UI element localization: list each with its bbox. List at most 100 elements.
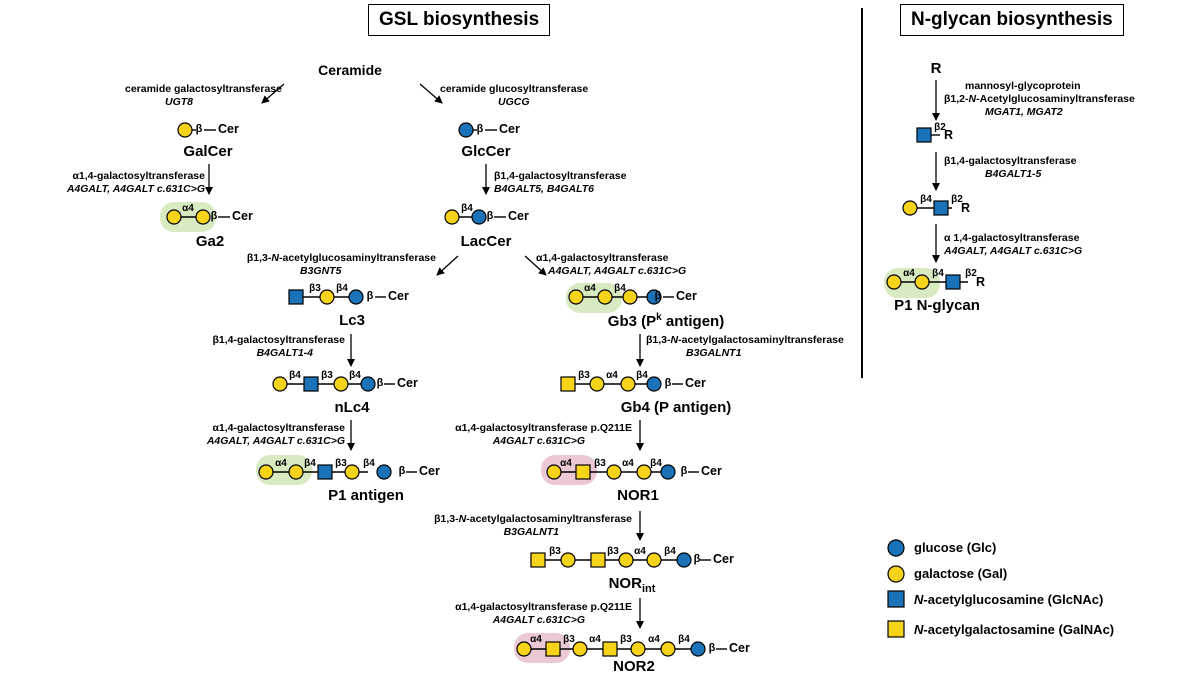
linkage-label: β4 — [614, 283, 626, 294]
galactose-icon — [589, 376, 605, 392]
enzyme-laccer-gene: B4GALT5, B4GALT6 — [494, 183, 594, 195]
galnac-icon — [590, 552, 606, 568]
galactose-icon — [568, 289, 584, 305]
linkage-label: β4 — [678, 634, 690, 645]
galactose-icon — [195, 209, 211, 225]
linkage-label: α4 — [275, 458, 287, 469]
beta-label: β — [476, 123, 484, 135]
galactose-icon — [914, 274, 930, 290]
enzyme-ugt8-gene: UGT8 — [164, 96, 193, 108]
galactose-icon — [272, 376, 288, 392]
cer-label: Cer — [676, 289, 697, 303]
linkage-label: β4 — [461, 203, 473, 214]
beta-label: β — [708, 642, 716, 654]
cer-bonds — [204, 129, 727, 650]
glccer-name: GlcCer — [461, 143, 511, 160]
enzyme-nor1-gene: A4GALT c.631C>G — [492, 435, 585, 447]
linkage-label: β3 — [549, 546, 561, 557]
beta-label: β — [664, 377, 672, 389]
enzyme-lc3-name: β1,3-N-acetylglucosaminyltransferase — [246, 252, 436, 264]
galactose-icon — [288, 464, 304, 480]
linkage-label: α4 — [606, 370, 618, 381]
enzyme-norint-gene: B3GALNT1 — [503, 526, 559, 538]
glcnac-icon — [933, 200, 949, 216]
linkage-label: α4 — [530, 634, 542, 645]
reaction-arrows — [205, 80, 940, 629]
linkage-label: β4 — [304, 458, 316, 469]
linkage-label: β3 — [563, 634, 575, 645]
galactose-icon — [572, 641, 588, 657]
linkage-label: β4 — [650, 458, 662, 469]
glcnac-icon — [916, 127, 932, 143]
galactose-icon — [546, 464, 562, 480]
enzyme-gb4-gene: B3GALNT1 — [686, 347, 742, 359]
p1-nglycan-name: P1 N-glycan — [894, 297, 980, 314]
galnac-icon — [560, 376, 576, 392]
glucose-icon — [660, 464, 676, 480]
enzyme-mgat-gene: MGAT1, MGAT2 — [985, 106, 1063, 118]
nlc4-name: nLc4 — [334, 399, 370, 416]
enzyme-a4galt-gene: A4GALT, A4GALT c.631C>G — [944, 245, 1083, 257]
nor2-name: NOR2 — [613, 658, 655, 675]
linkage-label: β4 — [349, 370, 361, 381]
arrow-ceramide-galcer — [261, 83, 285, 104]
enzyme-mgat-name-1: mannosyl-glycoprotein — [965, 80, 1081, 92]
arrow-ceramide-glccer — [419, 83, 443, 104]
legend-galactose-label: galactose (Gal) — [914, 566, 1008, 581]
enzyme-nor2-gene: A4GALT c.631C>G — [492, 614, 585, 626]
linkage-label: α4 — [903, 268, 915, 279]
galactose-icon — [606, 464, 622, 480]
linkage-label: α4 — [584, 283, 596, 294]
beta-label: β — [398, 465, 406, 477]
linkage-label: β2 — [965, 268, 977, 279]
enzyme-gb3-gene: A4GALT, A4GALT c.631C>G — [548, 265, 687, 277]
beta-label: β — [486, 210, 494, 222]
beta-label: β — [366, 290, 374, 302]
linkage-label: β3 — [607, 546, 619, 557]
enzyme-nor1-name: α1,4-galactosyltransferase p.Q211E — [455, 422, 632, 434]
enzyme-nor2-name: α1,4-galactosyltransferase p.Q211E — [455, 601, 632, 613]
arrow-laccer-lc3 — [436, 255, 459, 276]
ceramide-label: Ceramide — [318, 62, 382, 78]
nglycan-r-label: R — [930, 60, 942, 77]
galactose-icon — [560, 552, 576, 568]
enzyme-ga2-name: α1,4-galactosyltransferase — [72, 170, 205, 182]
cer-label: Cer — [388, 289, 409, 303]
enzyme-gb3-name: α1,4-galactosyltransferase — [536, 252, 669, 264]
beta-label: β — [680, 465, 688, 477]
linkage-label: β3 — [594, 458, 606, 469]
galactose-icon — [444, 209, 460, 225]
enzyme-norint-name: β1,3-N-acetylgalactosaminyltransferase — [434, 513, 632, 525]
glcnac-icon — [303, 376, 319, 392]
enzyme-mgat-name-2: β1,2-N-Acetylglucosaminyltransferase — [944, 93, 1135, 105]
galactose-icon — [258, 464, 274, 480]
highlight-p1-nglycan — [884, 268, 940, 298]
legend-galnac-icon — [887, 620, 905, 638]
linkage-label: α4 — [182, 203, 194, 214]
enzyme-b4galt-gene: B4GALT1-5 — [985, 168, 1042, 180]
gb3-name: Gb3 (Pk antigen) — [607, 312, 725, 330]
enzyme-nlc4-name: β1,4-galactosyltransferase — [212, 334, 345, 346]
r-label: R — [976, 275, 986, 289]
linkage-label: β3 — [578, 370, 590, 381]
galactose-icon — [620, 376, 636, 392]
galactose-icon — [618, 552, 634, 568]
cer-label: Cer — [397, 376, 418, 390]
title-nglycan-biosynthesis: N-glycan biosynthesis — [900, 4, 1124, 36]
linkage-label: β2 — [934, 122, 946, 133]
linkage-label: β3 — [620, 634, 632, 645]
linkage-label: β4 — [664, 546, 676, 557]
legend-galnac-label: N-acetylgalactosamine (GalNAc) — [914, 622, 1115, 637]
gb4-name: Gb4 (P antigen) — [620, 399, 732, 416]
linkage-label: β4 — [636, 370, 648, 381]
galcer-name: GalCer — [183, 143, 233, 160]
linkage-label: α4 — [648, 634, 660, 645]
lc3-name: Lc3 — [339, 312, 365, 329]
linkage-label: β4 — [363, 458, 375, 469]
arrow-laccer-gb3 — [524, 255, 547, 276]
galactose-icon — [636, 464, 652, 480]
galactose-icon — [622, 289, 638, 305]
linkage-label: β4 — [336, 283, 348, 294]
galnac-icon — [545, 641, 561, 657]
